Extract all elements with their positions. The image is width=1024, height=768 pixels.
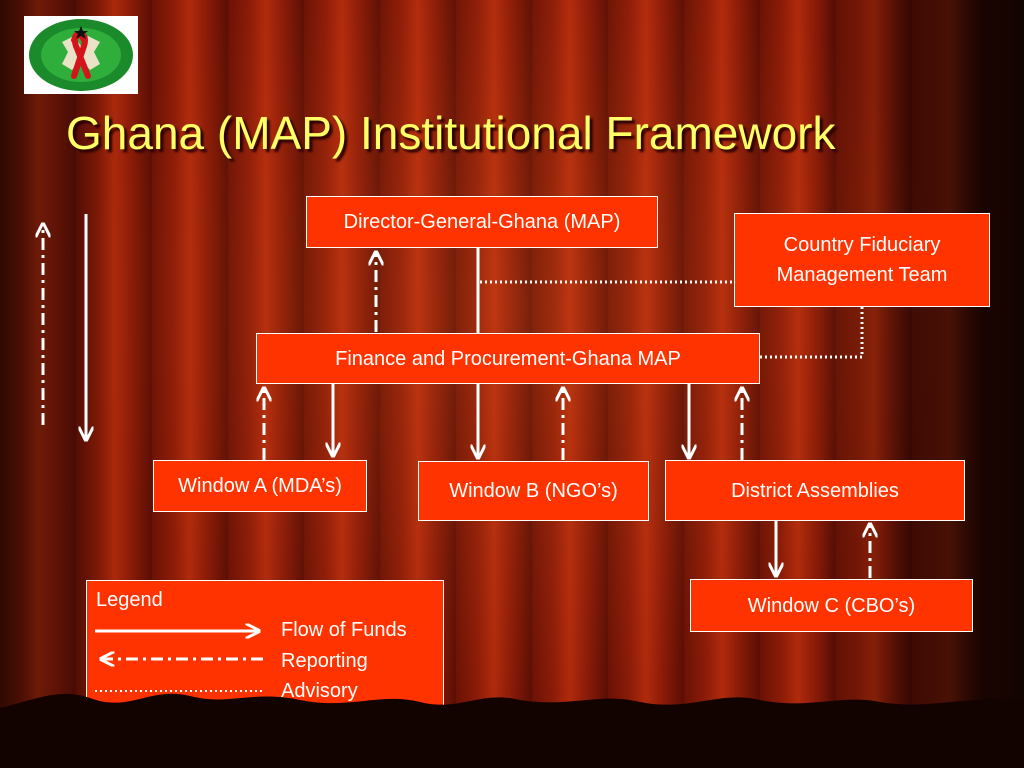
- fiduciary-team-box: Country Fiduciary Management Team: [734, 213, 990, 307]
- finance-procurement-box: Finance and Procurement-Ghana MAP: [256, 333, 760, 384]
- fiduciary-team-line-2: Management Team: [776, 264, 948, 286]
- window-a-box: Window A (MDA’s): [153, 460, 367, 512]
- logo-emblem-icon: [29, 19, 133, 91]
- page-title: Ghana (MAP) Institutional Framework: [66, 107, 836, 159]
- legend-item-funds: Flow of Funds: [281, 619, 407, 641]
- legend-item-reporting: Reporting: [281, 650, 368, 672]
- fiduciary-team-line-1: Country Fiduciary: [783, 234, 941, 256]
- finance-fiduciary-advisory: [760, 306, 864, 359]
- floor-silhouette: [0, 693, 1024, 768]
- legend-swatches: [95, 619, 263, 692]
- ghana-aids-commission-logo: [24, 16, 138, 94]
- legend-item-advisory: Advisory: [281, 680, 358, 702]
- window-b-box: Window B (NGO’s): [418, 461, 649, 521]
- window-c-box: Window C (CBO’s): [690, 579, 973, 632]
- district-assemblies-box: District Assemblies: [665, 460, 965, 521]
- legend-title: Legend: [96, 589, 163, 611]
- director-general-box: Director-General-Ghana (MAP): [306, 196, 658, 248]
- legend: Legend Flow of Funds Reporting Advisory: [86, 580, 444, 708]
